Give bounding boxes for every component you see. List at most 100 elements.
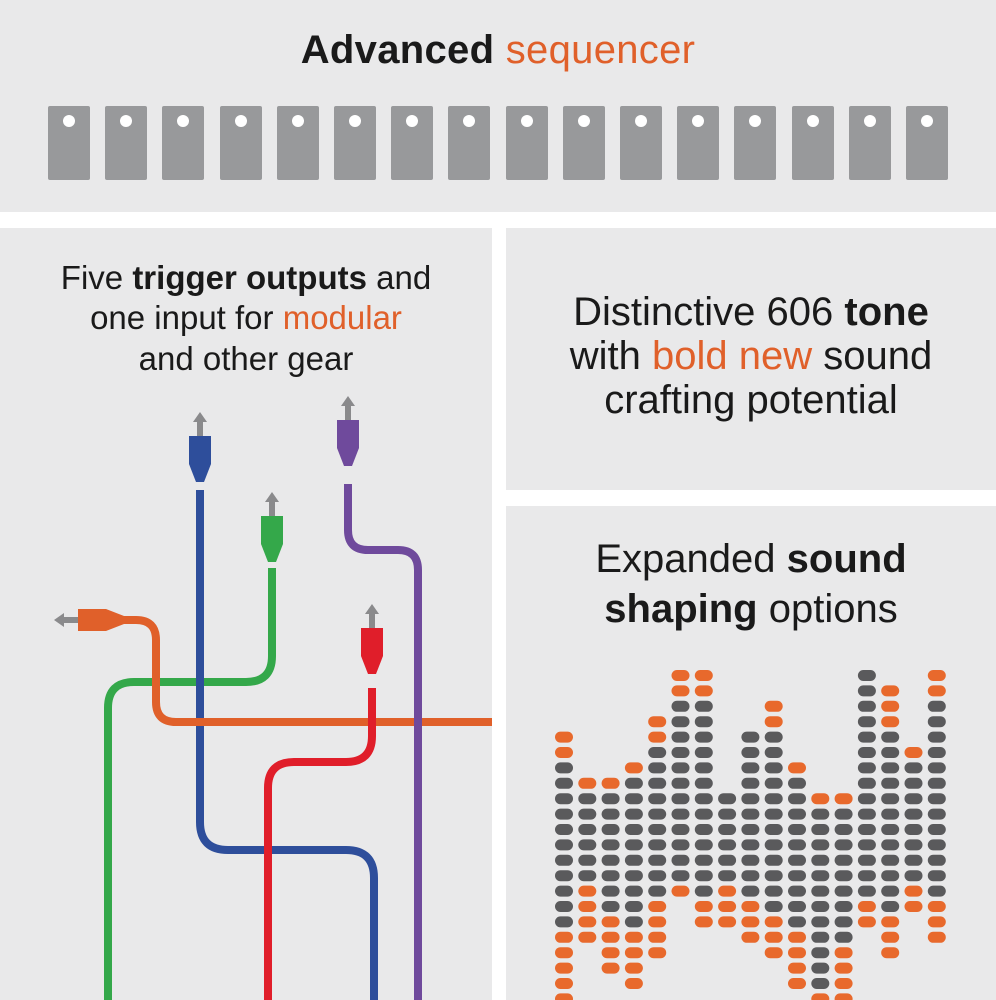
meter-segment [927,839,946,851]
meter-segment [857,808,876,820]
meter-segment [694,793,713,805]
meter-segment [811,885,830,897]
meter-segment [857,885,876,897]
meter-segment [788,854,806,866]
meter-segment [601,854,620,866]
meter-segment [881,777,900,789]
meter-segment [718,854,737,866]
meter-segment [555,777,573,789]
meter-segment [904,747,923,758]
meter-segment [881,870,900,882]
red-cable [264,688,376,1000]
meter-segment [764,916,783,928]
meter-segment [555,793,573,805]
meter-segment [648,870,667,882]
meter-segment [788,947,806,959]
meter-segment [601,839,620,851]
shaping-caption: Expanded sound shaping options [506,534,996,634]
meter-segment [764,870,783,882]
meter-segment [741,885,760,897]
meter-segment [811,839,830,851]
meter-segment [764,854,783,866]
step-led-hole [291,115,304,127]
step-button [505,106,548,180]
meter-segment [601,916,620,928]
meter-segment [834,870,853,882]
meter-segment [857,700,876,712]
meter-segment [764,839,783,851]
meter-segment [601,931,620,943]
meter-segment [857,716,876,728]
step-led-hole [349,115,361,127]
meter-segment [555,762,573,774]
meter-segment [555,870,573,882]
meter-segment [601,885,620,897]
meter-segment [624,931,643,943]
meter-segment [904,762,923,774]
meter-segment [927,931,946,943]
shaping-panel: Expanded sound shaping options [506,506,996,1000]
meter-segment [857,670,876,681]
meter-segment [857,854,876,866]
meter-segment [601,777,620,789]
tone-caption: Distinctive 606 tone with bold new sound… [506,290,996,422]
meter-segment [904,839,923,851]
meter-segment [834,793,853,805]
trigger-line2-accent: modular [282,299,402,337]
meter-segment [694,777,713,789]
shaping-line1-pre: Expanded [595,537,787,581]
meter-segment [578,854,597,866]
meter-segment [694,839,713,851]
meter-segment [927,700,946,712]
meter-segment [694,670,713,681]
meter-segment [881,947,900,959]
meter-segment [648,947,667,959]
meter-segment [881,885,900,897]
meter-segment [857,901,876,912]
meter-segment [881,762,900,774]
meter-segment [881,685,900,697]
step-button [276,106,319,180]
trigger-line2-pre: one input for [90,299,283,337]
meter-segment [788,885,806,897]
tone-line2-pre: with [569,334,652,378]
meter-segment [764,947,783,959]
meter-segment [601,947,620,959]
meter-segment [694,685,713,697]
meter-segment [881,916,900,928]
meter-segment [927,685,946,697]
meter-segment [788,962,806,974]
meter-segment [578,839,597,851]
meter-segment [578,824,597,835]
meter-segment [811,962,830,974]
step-button [620,106,662,180]
blue-plug-tip [193,412,207,422]
meter-segment [624,762,643,774]
meter-segment [904,885,923,897]
meter-segment [624,885,643,897]
meter-segment [694,901,713,912]
step-button [562,106,605,180]
meter-segment [624,824,643,835]
meter-segment [904,870,923,882]
blue-plug-body [189,436,211,482]
meter-segment [624,777,643,789]
meter-segment [788,824,806,835]
meter-segment [694,700,713,712]
purple-plug-tip [341,396,355,406]
meter-segment [927,854,946,866]
meter-segment [741,762,760,774]
shaping-line2-post: options [757,587,898,631]
meter-segment [741,747,760,758]
meter-segment [764,808,783,820]
shaping-line1-bold: sound [786,537,907,581]
meter-segment [624,916,643,928]
step-button [734,106,777,180]
meter-segment [881,731,900,743]
orange-plug-body [78,609,124,631]
meter-segment [741,870,760,882]
meter-segment [555,993,573,1000]
meter-segment [555,885,573,897]
meter-segment [834,916,853,928]
meter-segment [694,916,713,928]
